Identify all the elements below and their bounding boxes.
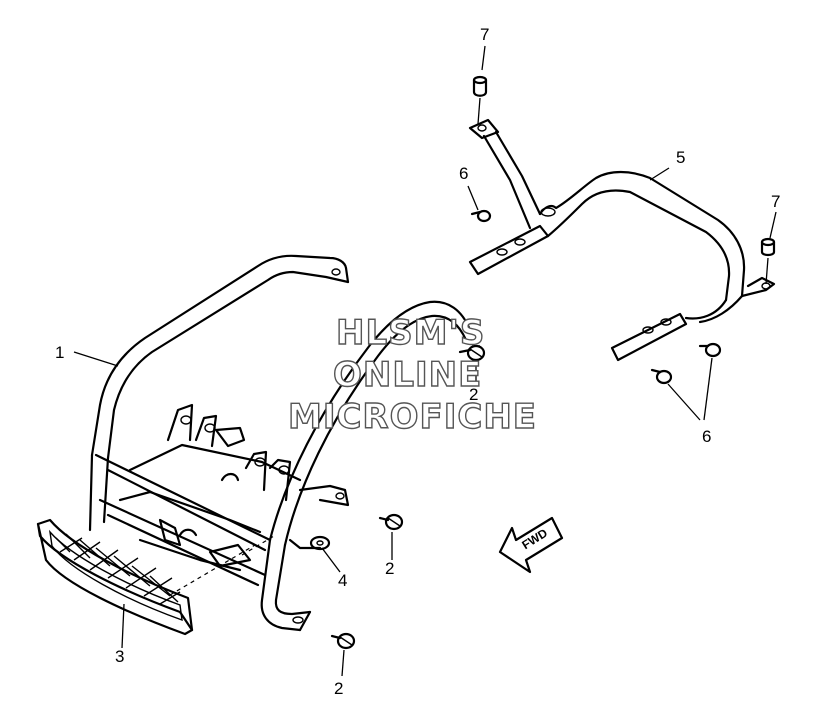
bolt-part-6-right-b xyxy=(650,368,673,385)
watermark-line-2: ONLINE xyxy=(332,355,483,395)
front-guard-part-1 xyxy=(88,254,472,632)
cap-part-7-left xyxy=(472,75,488,97)
bolt-part-2-lower xyxy=(330,632,356,650)
callout-7-right: 7 xyxy=(771,192,781,211)
callout-2-middle: 2 xyxy=(385,559,395,578)
callout-6-upper: 6 xyxy=(459,164,469,183)
washer-part-4 xyxy=(309,535,331,551)
callout-6-right: 6 xyxy=(702,427,712,446)
callout-1: 1 xyxy=(55,343,65,362)
grille-part-3 xyxy=(36,518,194,636)
leader-lines xyxy=(73,45,777,677)
bolt-part-2-upper xyxy=(458,344,486,362)
callout-2-upper: 2 xyxy=(469,385,479,404)
bolt-part-2-middle xyxy=(378,513,404,531)
bolt-part-6-upper xyxy=(470,209,492,223)
callout-4: 4 xyxy=(338,571,348,590)
watermark-line-3: MICROFICHE xyxy=(287,397,538,437)
watermark-line-1: HLSM'S xyxy=(335,313,486,353)
callout-5: 5 xyxy=(676,148,686,167)
callout-7-upper: 7 xyxy=(480,25,490,44)
callout-2-lower: 2 xyxy=(334,679,344,698)
rear-bar-part-5 xyxy=(468,118,776,362)
fwd-arrow-icon xyxy=(498,516,564,574)
callout-3: 3 xyxy=(115,647,125,666)
cap-part-7-right xyxy=(760,237,776,257)
bolt-part-6-right-a xyxy=(698,342,722,358)
